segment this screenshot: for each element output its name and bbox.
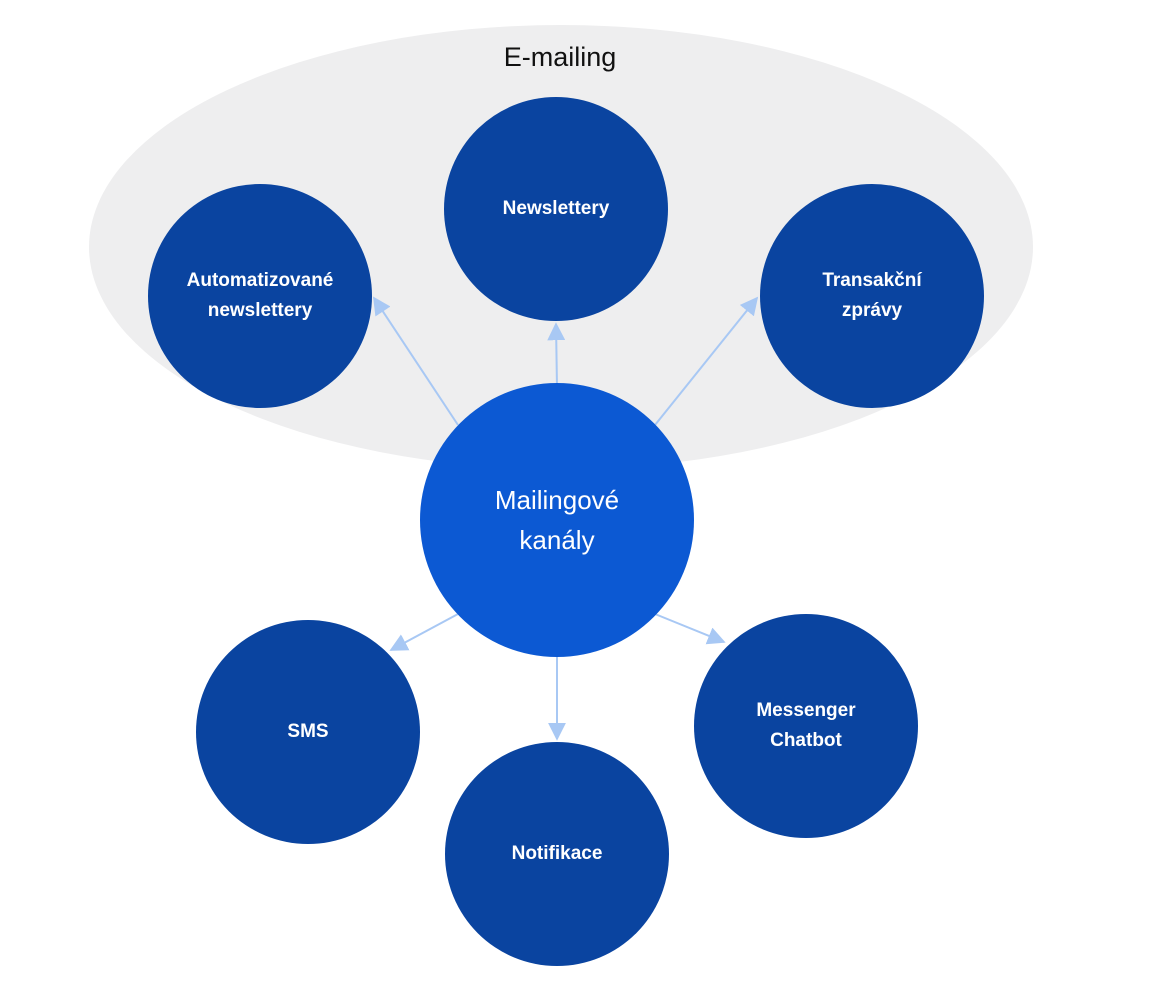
arrow-to-automatizovane-newslettery bbox=[373, 296, 459, 426]
node-newslettery: Newslettery bbox=[444, 97, 668, 321]
arrows-layer bbox=[373, 296, 759, 741]
node-label: Newslettery bbox=[502, 198, 610, 219]
arrow-to-newslettery bbox=[547, 322, 566, 388]
center-node-label: Mailingové kanály bbox=[494, 485, 620, 555]
node-messenger-chatbot: Messenger Chatbot bbox=[694, 614, 918, 838]
arrow-to-transakcni-zpravy bbox=[654, 296, 759, 426]
e-mailing-group-label: E-mailing bbox=[503, 42, 617, 72]
node-transakcni-zpravy: Transakční zprávy bbox=[760, 184, 984, 408]
node-label: Transakční zprávy bbox=[822, 270, 922, 321]
arrow-to-sms bbox=[389, 613, 459, 651]
node-notifikace: Notifikace bbox=[445, 742, 669, 966]
node-mailingove-kanaly: Mailingové kanály bbox=[420, 383, 694, 657]
arrow-to-messenger-chatbot bbox=[654, 613, 726, 645]
node-label: Messenger Chatbot bbox=[756, 700, 856, 751]
node-label: Notifikace bbox=[511, 843, 603, 864]
node-sms: SMS bbox=[196, 620, 420, 844]
node-label: Automatizované newslettery bbox=[186, 270, 334, 321]
node-label: SMS bbox=[287, 721, 329, 742]
node-automatizovane-newslettery: Automatizované newslettery bbox=[148, 184, 372, 408]
